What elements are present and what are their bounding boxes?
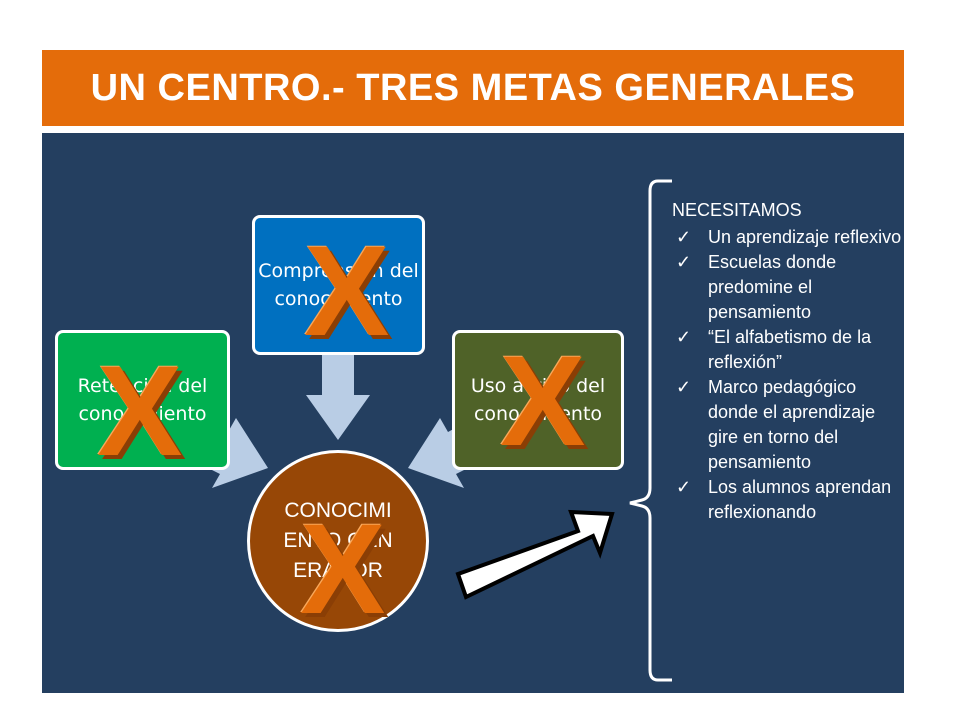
retention-label: Retención del conocimiento	[77, 375, 208, 425]
list-item: ✓ Los alumnos aprendan reflexionando	[672, 475, 902, 525]
list-item: ✓ Un aprendizaje reflexivo	[672, 225, 902, 250]
active-use-label: Uso activo del conocimiento	[470, 375, 606, 425]
slide-title: UN CENTRO.- TRES METAS GENERALES	[90, 66, 856, 109]
comprehension-label: Comprensión del conocimiento	[258, 260, 419, 310]
needs-list: ✓ Un aprendizaje reflexivo ✓ Escuelas dond…	[672, 225, 902, 525]
list-item-text: Escuelas donde predomine el pensamiento	[708, 252, 837, 322]
check-icon: ✓	[676, 327, 692, 347]
comprehension-box: Comprensión del conocimiento	[252, 215, 425, 355]
list-item-text: Un aprendizaje reflexivo	[708, 227, 902, 247]
cross-icon: X	[500, 330, 586, 473]
circle-label: CONOCIMIENTO GENERADOR	[283, 499, 393, 582]
cross-icon: X	[304, 220, 390, 363]
brace-icon	[629, 179, 672, 682]
check-icon: ✓	[676, 377, 692, 397]
list-item: ✓ “El alfabetismo de la reflexión”	[672, 325, 902, 375]
check-icon: ✓	[676, 477, 692, 497]
list-item: ✓ Marco pedagógico donde el aprendizaje g…	[672, 375, 902, 475]
block-arrow-icon	[455, 509, 615, 600]
active-use-box: Uso activo del conocimiento	[452, 330, 624, 470]
list-item-text: Marco pedagógico donde el aprendizaje gi…	[708, 377, 876, 472]
arrow-down-icon	[306, 355, 370, 440]
generative-knowledge-circle: CONOCIMIENTO GENERADOR	[247, 450, 429, 632]
needs-header: NECESITAMOS	[672, 200, 802, 220]
needs-list-area: NECESITAMOS ✓ Un aprendizaje reflexivo ✓ E…	[672, 198, 902, 525]
cross-icon: X	[300, 498, 386, 641]
list-item: ✓ Escuelas donde predomine el pensamiento	[672, 250, 902, 325]
retention-box: Retención del conocimiento	[55, 330, 230, 470]
cross-icon: X	[97, 340, 183, 483]
check-icon: ✓	[676, 227, 692, 247]
title-bar: UN CENTRO.- TRES METAS GENERALES	[42, 50, 904, 126]
list-item-text: Los alumnos aprendan reflexionando	[708, 477, 892, 522]
check-icon: ✓	[676, 252, 692, 272]
list-item-text: “El alfabetismo de la reflexión”	[708, 327, 872, 372]
